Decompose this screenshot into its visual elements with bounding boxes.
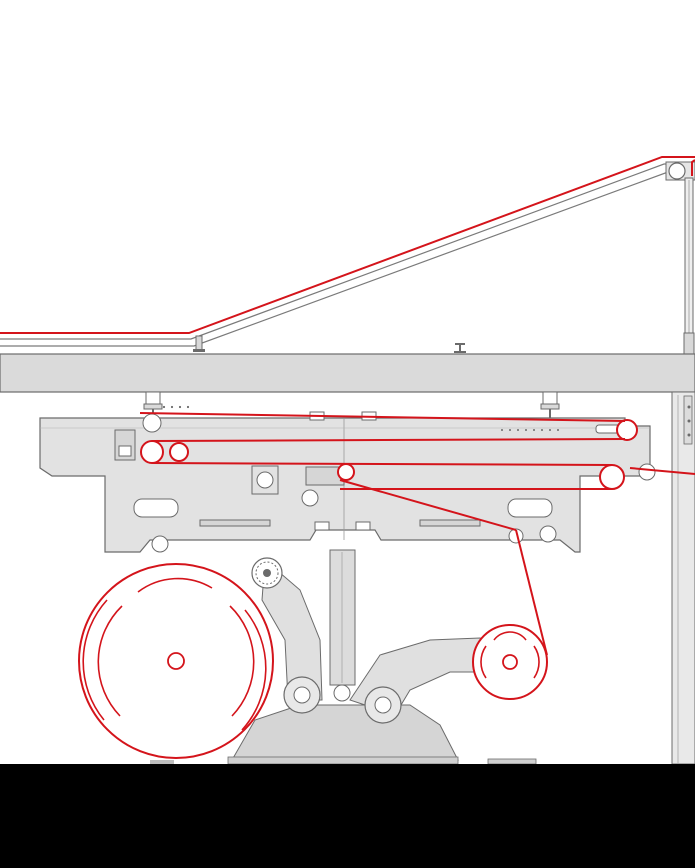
support-column <box>671 391 695 765</box>
sensor-dots-right <box>501 429 559 431</box>
sensor-dots-left <box>162 405 190 409</box>
carriage-rollers <box>140 413 656 544</box>
unwind-stand <box>150 557 537 765</box>
web-path-carriage <box>139 412 695 656</box>
unwind-reel-large <box>78 563 274 759</box>
footer-bar <box>0 764 695 868</box>
overhead-web-conveyor <box>0 156 695 356</box>
unwind-reel-small <box>472 624 548 700</box>
ceiling-beam <box>0 353 695 421</box>
splicer-carriage <box>39 405 656 553</box>
web-path-overhead <box>0 156 695 334</box>
centre-pillar <box>329 549 356 686</box>
